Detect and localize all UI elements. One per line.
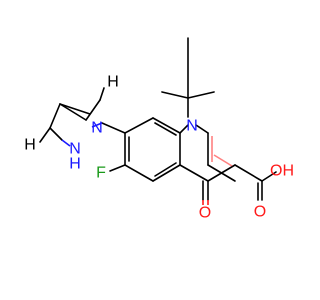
carboxylic-acid-bonds [234,164,277,201]
molecule-structure: N N N H F O O OH H H [24,37,294,222]
nh-nitrogen-label: N [69,141,81,158]
acid-oxygen-label: O [254,204,266,221]
stereo-hydrogen-top-label: H [107,74,119,91]
ketone-oxygen-label: O [199,205,211,222]
ketone-bond [202,180,209,205]
bicyclic-nitrogen-label: N [91,120,103,137]
nh-hydrogen-label: H [69,156,81,173]
tert-butyl-group [161,37,215,118]
benzo-ring [124,117,181,182]
fluorine-label: F [96,165,106,182]
molecule-canvas: N N N H F O O OH H H [24,37,294,222]
fluorine-bond [109,164,126,172]
ring-nitrogen-label: N [186,118,198,135]
stereo-hydrogen-left-label: H [24,137,36,154]
pyridone-ring [179,124,236,182]
bicyclic-amine [39,87,126,147]
hydroxyl-label: OH [270,163,294,180]
aromatic-highlight [211,136,233,167]
